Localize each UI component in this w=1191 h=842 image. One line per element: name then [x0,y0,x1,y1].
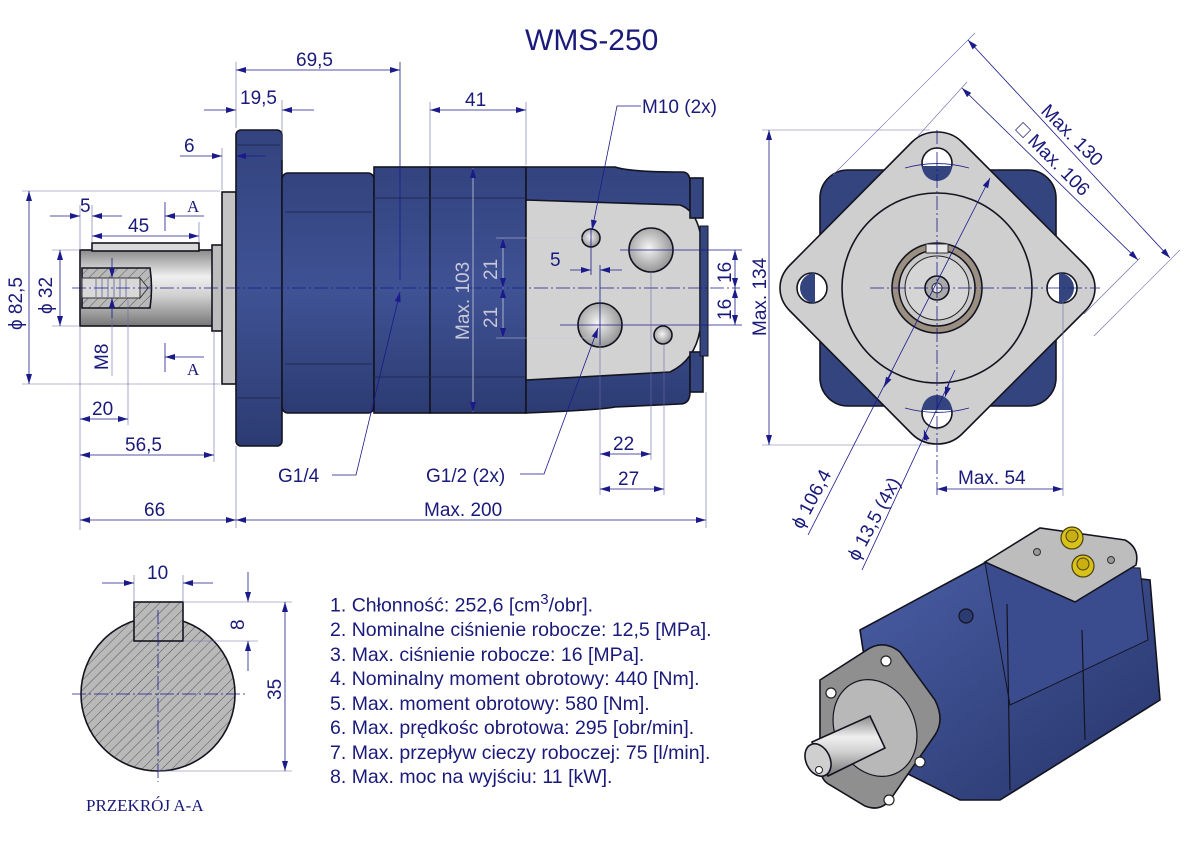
dim-max-134: Max. 134 [750,257,771,336]
specifications-list: 1. Chłonność: 252,6 [cm3/obr]. 2. Nomina… [330,588,712,790]
spec-item: 7. Max. przepływ cieczy roboczej: 75 [l/… [330,741,711,764]
spec-item: 5. Max. moment obrotowy: 580 [Nm]. [330,692,650,715]
dim-5-offset: 5 [550,250,561,271]
spec-item: 8. Max. moc na wyjściu: 11 [kW]. [330,766,613,788]
iso-port-plate [983,527,1138,603]
dim-21-bottom: 21 [481,307,502,328]
dim-8: 8 [228,619,249,630]
spec-item: 3. Max. ciśnienie robocze: 16 [MPa]. [330,643,645,666]
section-label: PRZEKRÓJ A-A [86,796,204,815]
dim-m8: M8 [92,344,113,370]
callout-g1-4: G1/4 [278,466,320,487]
spec-item: 2. Nominalne ciśnienie robocze: 12,5 [MP… [330,619,712,641]
side-view-dimensions: 69,5 19,5 6 41 M10 (2x) ϕ 82,5 ϕ 32 [6,50,930,530]
dim-max-54: Max. 54 [958,468,1026,489]
tie-bolt-top [689,177,704,219]
dim-dia-13-5: ϕ 13,5 (4x) [844,474,905,564]
m10-hole-2 [653,325,673,345]
tie-bolt-bottom [689,351,704,393]
dim-21-top: 21 [481,259,502,280]
isometric-view [804,526,1161,809]
shaft-key [91,242,200,252]
dim-16-top: 16 [715,262,736,283]
section-marker-a-bottom: A [187,360,200,379]
dim-16-bottom: 16 [715,299,736,320]
side-view [72,129,740,447]
valve-housing [429,166,527,414]
drawing-title: WMS-250 [525,24,658,57]
dim-27: 27 [618,469,639,490]
dim-dia-106-4: ϕ 106,4 [788,466,837,532]
dim-max-103: Max. 103 [453,262,474,340]
section-key [133,601,184,642]
dim-69-5: 69,5 [296,50,333,71]
dim-35: 35 [265,679,286,700]
dim-45: 45 [128,216,149,237]
dim-22: 22 [613,434,634,455]
dim-41: 41 [465,90,486,111]
callout-g1-2: G1/2 (2x) [426,466,505,487]
callout-m10: M10 (2x) [642,97,717,118]
spec-item: 1. Chłonność: 252,6 [cm3/obr]. [330,591,594,617]
dim-20: 20 [92,399,113,420]
dim-56-5: 56,5 [125,435,162,456]
front-view [779,130,1100,495]
spec-item: 4. Nominalny moment obrotowy: 440 [Nm]. [330,668,700,690]
dim-dia-32: ϕ 32 [36,277,57,314]
port-plate [525,199,701,381]
dim-5-key: 5 [80,196,91,217]
section-a-a: 10 8 35 PRZEKRÓJ A-A [72,563,292,815]
section-marker-a-top: A [187,197,200,216]
dim-dia-82-5: ϕ 82,5 [6,277,27,330]
dim-66: 66 [144,500,165,521]
iso-drain-port [958,608,974,624]
dim-max-200: Max. 200 [424,500,502,521]
gerotor-section [373,166,431,414]
bearing-housing [281,172,375,414]
spec-item: 6. Max. prędkośc obrotowa: 295 [obr/min]… [330,717,695,739]
dim-19-5: 19,5 [240,88,277,109]
dim-6: 6 [184,136,195,157]
dim-10: 10 [147,563,168,584]
